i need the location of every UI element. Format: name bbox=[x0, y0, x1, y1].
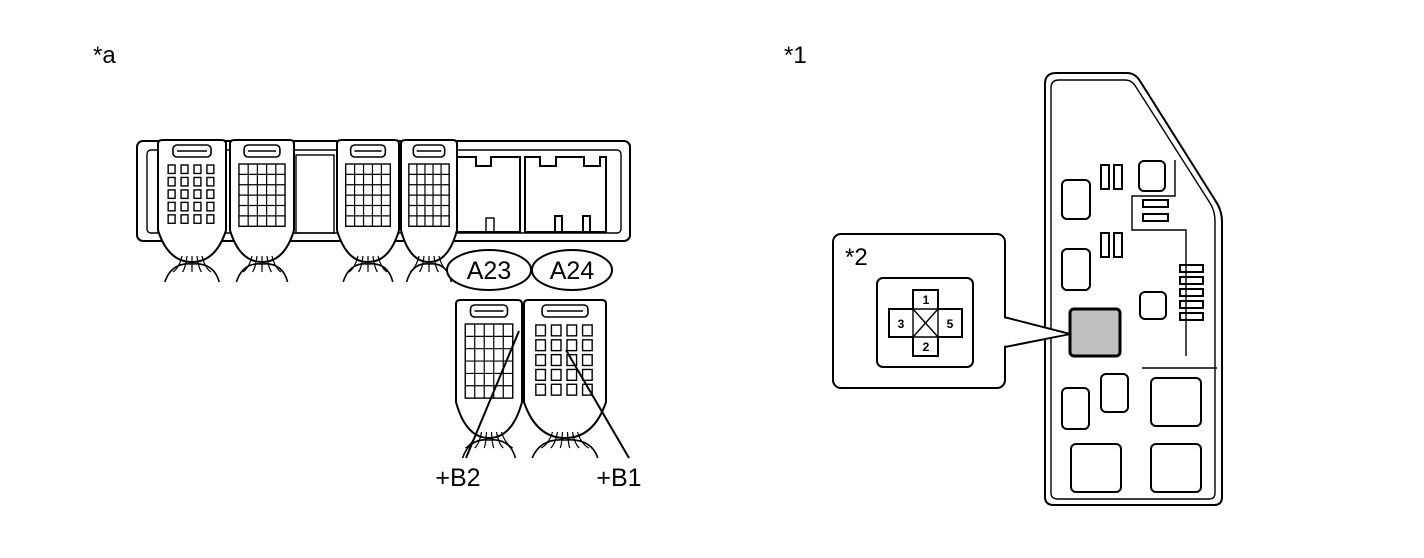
plug-connector-2 bbox=[229, 139, 295, 283]
a24-socket bbox=[524, 156, 607, 233]
relay-block-components bbox=[1061, 160, 1204, 493]
relay-pin-2: 2 bbox=[923, 340, 930, 354]
plug-connector-4 bbox=[400, 139, 458, 283]
relay-block-outline bbox=[1044, 72, 1223, 506]
terminal-label-b2: +B2 bbox=[435, 464, 480, 492]
detached-connectors bbox=[455, 299, 607, 459]
relay-pin-1: 1 bbox=[923, 293, 930, 307]
a24-label: A24 bbox=[550, 257, 595, 285]
figure-label-1: *1 bbox=[784, 42, 807, 69]
relay-pin-3: 3 bbox=[898, 317, 905, 331]
a23-connector-label: A23 bbox=[446, 249, 532, 291]
plug-connector-1 bbox=[157, 139, 227, 283]
highlighted-relay bbox=[1068, 307, 1122, 358]
a23-socket bbox=[456, 156, 521, 233]
terminal-leaders bbox=[465, 330, 630, 459]
plugged-connectors bbox=[157, 139, 458, 283]
plug-connector-3 bbox=[336, 139, 400, 283]
a24-harness-connector bbox=[523, 299, 607, 459]
terminal-label-b1: +B1 bbox=[596, 464, 641, 492]
a24-connector-label: A24 bbox=[531, 249, 613, 291]
a23-label: A23 bbox=[467, 257, 511, 285]
relay-callout bbox=[832, 233, 1071, 389]
a23-harness-connector bbox=[455, 299, 523, 459]
relay-pin-5: 5 bbox=[947, 317, 954, 331]
relay-pin-layout bbox=[888, 289, 963, 357]
figure-label-2: *2 bbox=[845, 244, 868, 271]
figure-label-a: *a bbox=[93, 42, 116, 69]
